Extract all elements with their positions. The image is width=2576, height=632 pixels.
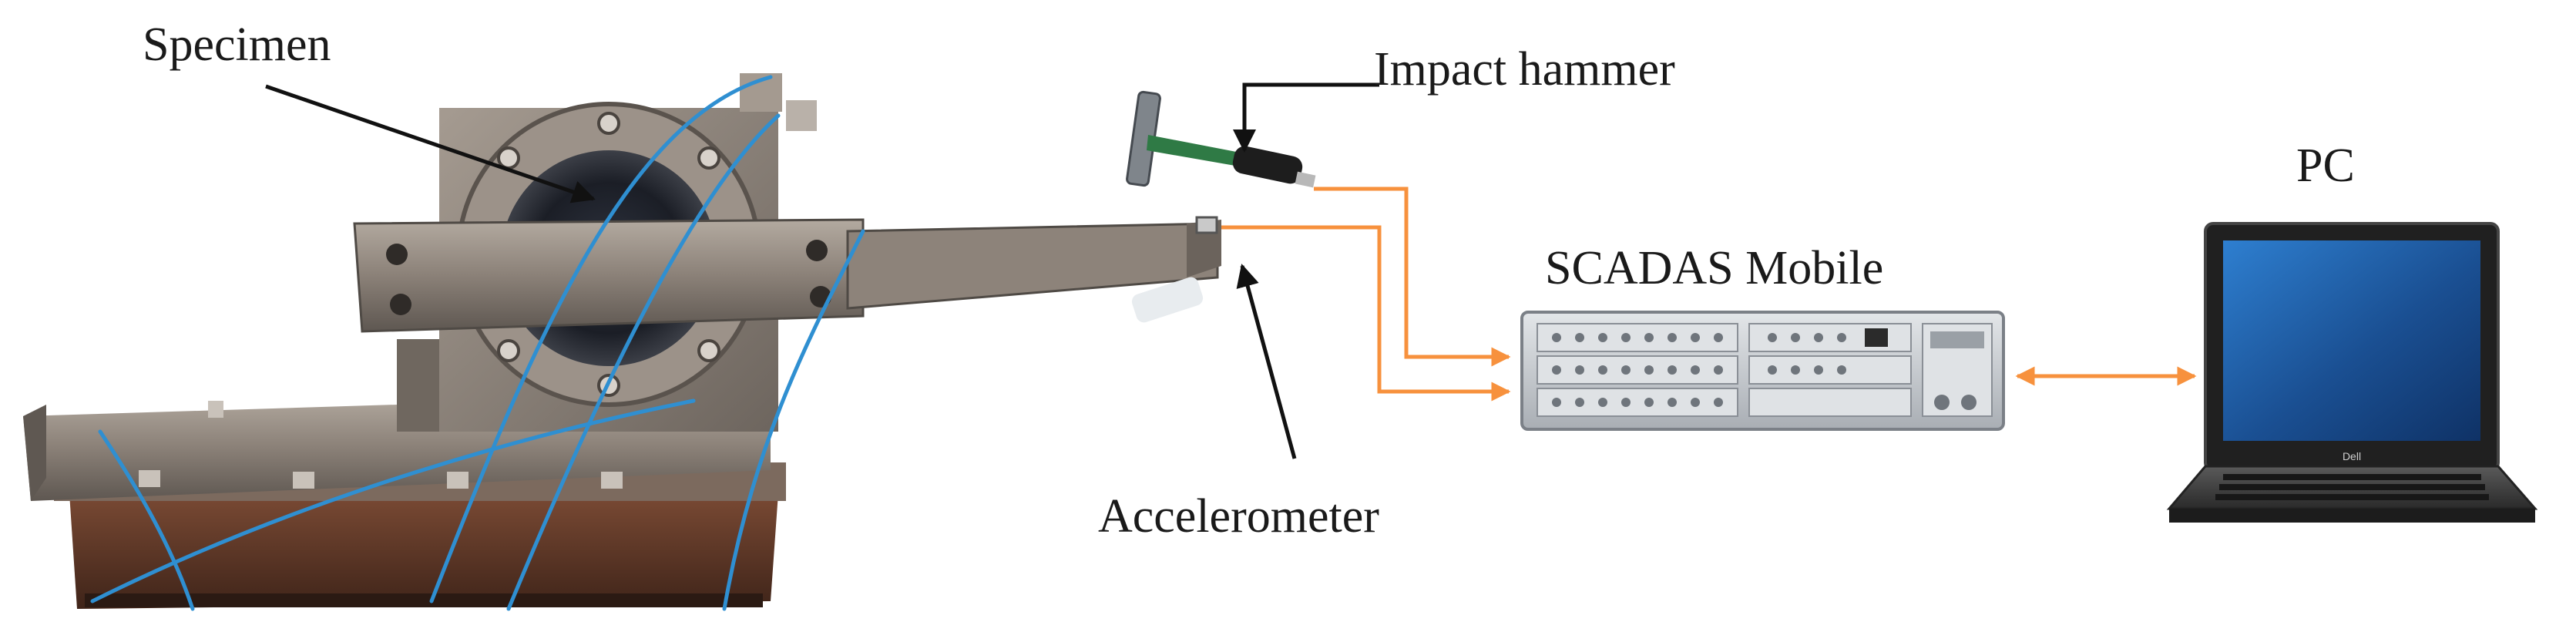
- arm-tape: [1131, 277, 1204, 323]
- impact-hammer-icon: [1126, 90, 1316, 188]
- left-channel-end: [23, 405, 46, 501]
- accelerometer-sensor-icon: [1195, 216, 1218, 234]
- base-rail: [69, 493, 778, 609]
- laptop-icon: Dell: [2166, 222, 2538, 523]
- hammer-shaft: [1147, 135, 1248, 168]
- accelerometer-pointer: [1236, 264, 1297, 459]
- laptop-front: [2169, 509, 2535, 523]
- hammer-to-scadas-line: [1314, 187, 1511, 367]
- laptop-screen: [2223, 240, 2480, 441]
- signal-lines: [1221, 187, 2197, 402]
- device-port: [1865, 328, 1888, 347]
- laptop-keyboard: [2215, 474, 2489, 500]
- hammer-grip: [1232, 146, 1303, 184]
- arm-tip: [1187, 220, 1221, 277]
- test-rig-photo-icon: [23, 73, 1221, 611]
- device-display: [1930, 331, 1984, 348]
- device-connectors: [1552, 333, 1977, 410]
- blue-cables: [90, 75, 865, 611]
- accelerometer-body: [1195, 216, 1218, 234]
- scadas-mobile-device-icon: [1520, 311, 2005, 431]
- cross-beam: [353, 218, 865, 333]
- base-rail-bottom: [85, 593, 763, 607]
- rail-clamps: [139, 401, 623, 489]
- hammer-connector: [1295, 171, 1316, 188]
- top-clamp-2: [786, 100, 817, 131]
- accelerometer-to-scadas-line: [1221, 225, 1511, 402]
- scadas-label: SCADAS Mobile: [1545, 242, 1883, 294]
- impact-hammer-label: Impact hammer: [1374, 43, 1675, 96]
- laptop-brand: Dell: [2343, 450, 2361, 462]
- pc-label: PC: [2296, 140, 2355, 192]
- pointer-arrows: [265, 82, 1379, 459]
- cantilever-arm: [846, 222, 1219, 310]
- hammer-pointer: [1233, 82, 1379, 153]
- specimen-pointer: [265, 84, 596, 203]
- specimen-label: Specimen: [143, 18, 331, 71]
- accelerometer-label: Accelerometer: [1098, 490, 1379, 543]
